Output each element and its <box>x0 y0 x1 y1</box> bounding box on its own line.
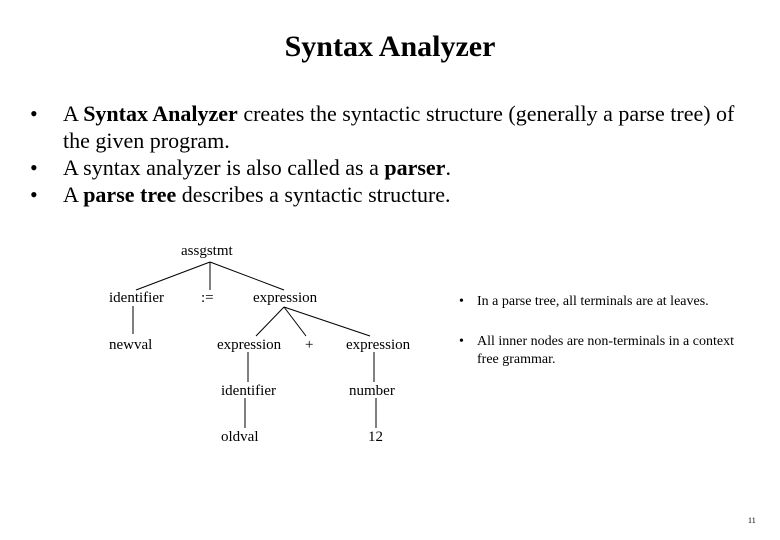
tree-node-number: number <box>349 383 395 399</box>
bullet-text: . <box>445 155 451 180</box>
edge-root-expression <box>209 261 285 291</box>
bullet-dot: • <box>30 155 38 180</box>
side-note-item: • All inner nodes are non-terminals in a… <box>459 333 759 369</box>
tree-node-identifier: identifier <box>109 290 164 306</box>
tree-node-identifier: identifier <box>221 383 276 399</box>
tree-node-oldval: oldval <box>221 429 259 445</box>
side-notes: • In a parse tree, all terminals are at … <box>459 293 759 369</box>
bullet-bold-text: parse tree <box>83 182 177 207</box>
side-note-text: In a parse tree, all terminals are at le… <box>477 294 709 309</box>
bullet-item: • A parse tree describes a syntactic str… <box>30 181 760 208</box>
bullet-text: creates the syntactic structure (general… <box>63 101 735 153</box>
edge-expression-expression3 <box>283 306 371 337</box>
tree-node-assign-op: := <box>201 290 214 306</box>
bullet-item: • A Syntax Analyzer creates the syntacti… <box>30 100 760 154</box>
bullet-dot: • <box>30 182 38 207</box>
tree-node-expression: expression <box>253 290 318 306</box>
bullet-text: A <box>63 101 84 126</box>
tree-node-newval: newval <box>109 337 153 353</box>
edge-expression-expression2 <box>255 306 285 337</box>
tree-node-twelve: 12 <box>368 429 383 445</box>
bullet-text: describes a syntactic structure. <box>176 182 451 207</box>
page-number: 11 <box>748 516 756 525</box>
tree-node-root: assgstmt <box>181 243 233 259</box>
bullet-text: A <box>63 182 84 207</box>
slide-title: Syntax Analyzer <box>284 30 496 63</box>
edge-root-identifier <box>135 261 211 291</box>
tree-node-expression: expression <box>346 337 411 353</box>
bullet-text: A syntax analyzer is also called as a <box>63 155 385 180</box>
bullet-bold-text: Syntax Analyzer <box>83 101 238 126</box>
bullet-dot: • <box>459 294 464 309</box>
side-note-text: All inner nodes are non-terminals in a c… <box>477 334 734 367</box>
bullet-bold-text: parser <box>384 155 446 180</box>
bullet-dot: • <box>30 101 38 126</box>
side-note-item: • In a parse tree, all terminals are at … <box>459 293 759 311</box>
tree-node-expression: expression <box>217 337 282 353</box>
bullet-list: • A Syntax Analyzer creates the syntacti… <box>30 100 760 208</box>
bullet-item: • A syntax analyzer is also called as a … <box>30 154 760 181</box>
tree-node-plus: + <box>305 337 314 353</box>
edge-expression-plus <box>283 306 307 337</box>
bullet-dot: • <box>459 334 464 349</box>
